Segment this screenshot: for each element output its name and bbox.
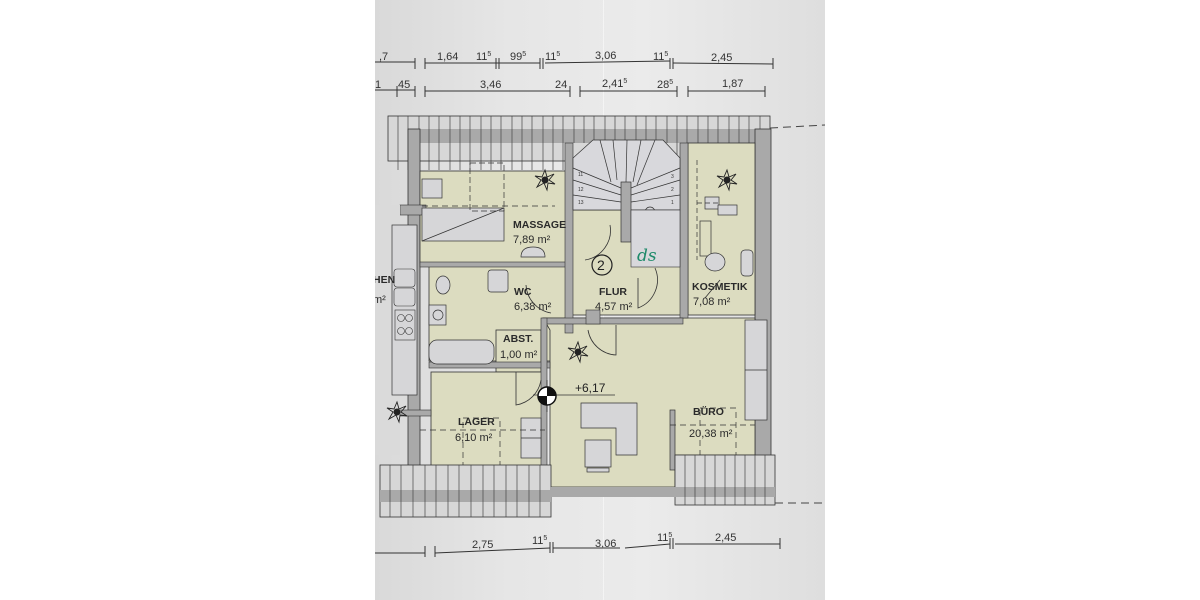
dim-bottom-2: 3,06 bbox=[595, 538, 616, 550]
dim-top1-6: 115 bbox=[653, 51, 668, 63]
stair-number: 11 bbox=[578, 172, 583, 178]
stove-icon bbox=[394, 309, 416, 341]
buero-fixtures bbox=[580, 319, 768, 473]
dim-top1-0: ,7 bbox=[379, 51, 388, 63]
room-buero-name: BÜRO bbox=[693, 405, 724, 418]
washing-machine-icon bbox=[428, 304, 447, 326]
stair-landing bbox=[630, 209, 681, 268]
plant-icon bbox=[386, 168, 738, 424]
dimension-line-top-1 bbox=[375, 58, 774, 69]
stair-number: 3 bbox=[671, 174, 674, 180]
stair-number: 13 bbox=[578, 200, 584, 206]
handwritten-initials: ds bbox=[637, 246, 657, 266]
room-flur-name: FLUR bbox=[599, 286, 627, 298]
room-abst-area: 1,00 m² bbox=[500, 349, 538, 361]
room-wc-name: WC bbox=[514, 286, 532, 298]
floor-plan-photo: ,7 1,64 115 995 115 3,06 115 2,45 1 45 3… bbox=[375, 0, 825, 600]
washbasin-icon bbox=[487, 269, 509, 293]
room-lager-area: 6,10 m² bbox=[455, 432, 493, 444]
floor-plan: ,7 1,64 115 995 115 3,06 115 2,45 1 45 3… bbox=[375, 50, 825, 557]
room-massage-area: 7,89 m² bbox=[513, 234, 551, 246]
unit-number-circle bbox=[591, 254, 613, 276]
dim-top2-5: 285 bbox=[657, 79, 673, 91]
sink-icon bbox=[393, 268, 416, 288]
door-swings bbox=[515, 224, 721, 406]
massage-fixtures bbox=[421, 162, 555, 258]
dimension-line-top-2 bbox=[375, 86, 766, 97]
room-kosmetik-area: 7,08 m² bbox=[693, 296, 731, 308]
dimension-line-bottom bbox=[375, 538, 781, 557]
washbasin-icon bbox=[740, 249, 754, 277]
unit-number: 2 bbox=[597, 257, 605, 273]
dim-bottom-1: 115 bbox=[532, 535, 547, 547]
toilet-icon bbox=[435, 275, 451, 295]
dim-top1-3: 995 bbox=[510, 51, 526, 63]
cosmetic-chair-icon bbox=[704, 252, 726, 272]
dim-top2-2: 3,46 bbox=[480, 79, 501, 91]
stair-number: 2 bbox=[671, 187, 674, 193]
spiral-staircase: 11 12 13 3 2 1 bbox=[572, 139, 681, 243]
kosmetik-fixtures bbox=[696, 160, 754, 277]
dim-bottom-4: 2,45 bbox=[715, 532, 736, 544]
level-marker-icon bbox=[533, 380, 615, 412]
room-flur-area: 4,57 m² bbox=[595, 301, 633, 313]
dim-top2-1: 45 bbox=[398, 79, 410, 91]
bathtub-icon bbox=[428, 339, 495, 365]
stair-number: 1 bbox=[671, 200, 674, 206]
dim-bottom-3: 115 bbox=[657, 532, 672, 544]
room-kueche-area: m² bbox=[375, 294, 386, 306]
dim-top2-4: 2,415 bbox=[602, 78, 627, 90]
dim-top1-2: 115 bbox=[476, 51, 491, 63]
room-abst-name: ABST. bbox=[503, 333, 533, 345]
dim-top2-0: 1 bbox=[375, 79, 381, 91]
room-massage-name: MASSAGE bbox=[513, 219, 566, 231]
chair-icon bbox=[584, 439, 612, 468]
dim-bottom-0: 2,75 bbox=[472, 539, 493, 551]
door-arc bbox=[584, 224, 611, 261]
room-kueche-name: HEN bbox=[375, 274, 395, 286]
room-buero-area: 20,38 m² bbox=[689, 428, 733, 440]
room-kosmetik-name: KOSMETIK bbox=[692, 281, 748, 293]
room-lager-name: LAGER bbox=[458, 416, 495, 428]
dim-top1-1: 1,64 bbox=[437, 51, 458, 63]
wc-fixtures bbox=[428, 269, 509, 365]
dim-top2-6: 1,87 bbox=[722, 78, 743, 90]
washbasin-icon bbox=[520, 246, 546, 258]
desk-icon bbox=[580, 402, 638, 456]
dim-top1-4: 115 bbox=[545, 51, 560, 63]
level-label: +6,17 bbox=[575, 381, 606, 395]
lager-fixtures bbox=[420, 417, 545, 467]
roof-overhang-bottom bbox=[379, 454, 825, 518]
room-wc-area: 6,38 m² bbox=[514, 301, 552, 313]
dim-top2-3: 24 bbox=[555, 79, 567, 91]
dim-top1-5: 3,06 bbox=[595, 50, 616, 62]
stair-number: 12 bbox=[578, 187, 584, 193]
room-kosmetik-floor bbox=[687, 142, 756, 316]
dim-top1-7: 2,45 bbox=[711, 52, 732, 64]
